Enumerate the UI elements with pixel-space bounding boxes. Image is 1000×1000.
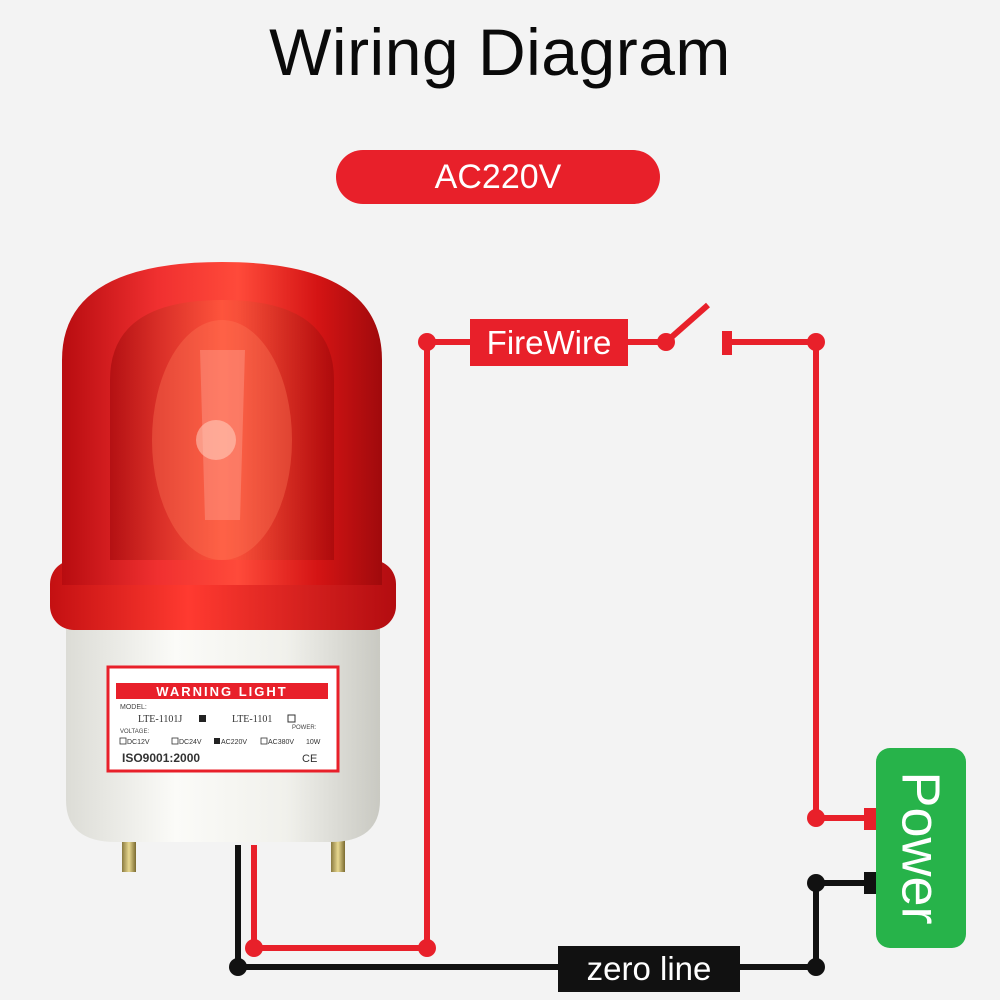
switch-lever xyxy=(664,302,710,345)
power-label: Power xyxy=(891,771,951,925)
power-terminal-neutral xyxy=(864,872,876,894)
fire-wire-label: FireWire xyxy=(470,319,628,366)
device-ce: CE xyxy=(302,753,317,765)
device-voltage-1: DC24V xyxy=(179,739,202,746)
junction-dots xyxy=(229,333,825,976)
device-model-caption: MODEL: xyxy=(120,704,147,711)
bulb-icon xyxy=(196,420,236,460)
zero-line-label: zero line xyxy=(558,946,740,992)
voltage-badge: AC220V xyxy=(336,150,660,204)
device-model-b: LTE-1101 xyxy=(232,714,272,725)
device-voltage-2: AC220V xyxy=(221,739,247,746)
device-voltage-3: AC380V xyxy=(268,739,294,746)
page-title: Wiring Diagram xyxy=(269,15,731,89)
device-model-a: LTE-1101J xyxy=(138,714,182,725)
power-terminal-live xyxy=(864,808,876,830)
device-voltage-caption: VOLTAGE: xyxy=(120,729,149,735)
device-voltage-0: DC12V xyxy=(127,739,150,746)
switch-contact-icon xyxy=(722,331,732,355)
device-iso: ISO9001:2000 xyxy=(122,751,200,765)
device-power-value: 10W xyxy=(306,739,321,746)
device-power-caption: POWER: xyxy=(292,725,317,731)
warning-light-device: WARNING LIGHT MODEL: LTE-1101J LTE-1101 … xyxy=(50,262,396,872)
device-label-heading: WARNING LIGHT xyxy=(156,684,287,699)
power-source-box: Power xyxy=(876,748,966,948)
